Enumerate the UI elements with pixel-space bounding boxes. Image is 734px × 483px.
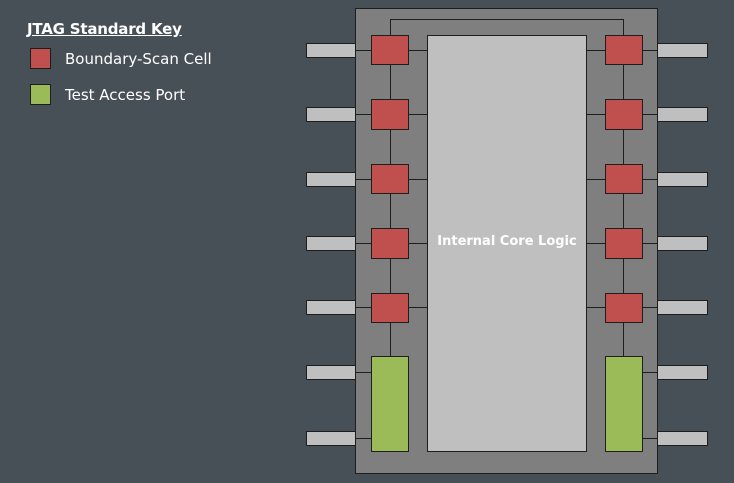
boundary-scan-cell-swatch — [30, 48, 51, 69]
legend-label-test-access-port: Test Access Port — [65, 85, 186, 104]
right-pin — [657, 431, 708, 446]
left-pin — [306, 236, 356, 251]
top-loop-wire — [390, 19, 624, 36]
left-pins — [306, 43, 356, 446]
legend-title: JTAG Standard Key — [27, 20, 182, 38]
left-boundary-scan-cells — [371, 35, 409, 323]
legend-label-boundary-scan-cell: Boundary-Scan Cell — [65, 49, 212, 68]
right-pin — [657, 43, 708, 58]
right-pin — [657, 107, 708, 122]
left-pin — [306, 172, 356, 187]
boundary-scan-cell — [371, 164, 409, 194]
test-access-port-swatch — [30, 84, 51, 105]
boundary-scan-cell — [605, 35, 643, 65]
boundary-scan-cell — [371, 293, 409, 323]
boundary-scan-cell — [605, 293, 643, 323]
right-pin — [657, 300, 708, 315]
right-pin — [657, 365, 708, 380]
legend-item-boundary-scan-cell: Boundary-Scan Cell — [30, 48, 212, 69]
boundary-scan-cell — [371, 35, 409, 65]
core-label: Internal Core Logic — [437, 234, 577, 249]
right-pin — [657, 236, 708, 251]
boundary-scan-cell — [605, 99, 643, 130]
left-pin — [306, 365, 356, 380]
left-pin — [306, 107, 356, 122]
boundary-scan-cell — [371, 228, 409, 259]
internal-core-logic — [427, 35, 587, 452]
left-pin — [306, 431, 356, 446]
boundary-scan-cell — [605, 164, 643, 194]
legend-item-test-access-port: Test Access Port — [30, 84, 185, 105]
left-pin — [306, 43, 356, 58]
test-access-port-right — [605, 356, 643, 452]
right-pin — [657, 172, 708, 187]
right-pins — [657, 43, 708, 446]
left-pin — [306, 300, 356, 315]
boundary-scan-cell — [605, 228, 643, 259]
test-access-port-left — [371, 356, 409, 452]
right-boundary-scan-cells — [605, 35, 643, 323]
legend: JTAG Standard Key Boundary-Scan Cell Tes… — [27, 20, 212, 105]
boundary-scan-cell — [371, 99, 409, 130]
